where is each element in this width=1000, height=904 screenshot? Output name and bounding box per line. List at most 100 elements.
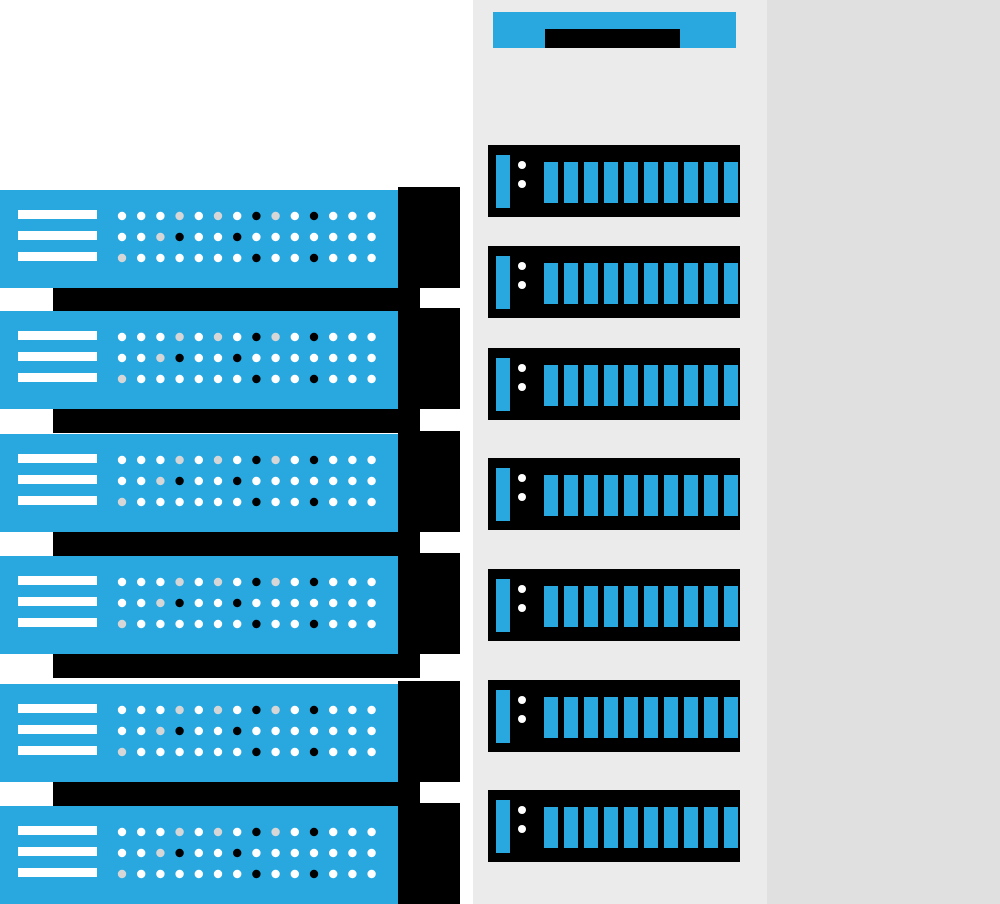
drive-slot [664,586,678,627]
led-indicator-icon [309,497,319,507]
drive-slot [724,475,738,516]
led-indicator-icon [271,497,280,507]
led-indicator-icon [213,619,223,629]
led-indicator-icon [252,353,261,363]
drive-slot [604,586,618,627]
led-indicator-icon [137,726,146,736]
led-indicator-icon [252,619,261,629]
rack-units [488,145,740,862]
led-indicator-icon [348,353,357,363]
led-indicator-icon [271,726,280,736]
led-indicator-icon [175,827,184,837]
server-unit [0,553,460,678]
drive-slot [624,475,638,516]
led-indicator-icon [367,374,376,384]
led-indicator-icon [329,497,338,507]
led-indicator-icon [252,869,261,879]
led-indicator-icon [137,705,146,715]
led-indicator-icon [290,232,299,242]
led-indicator-icon [156,726,165,736]
server-stack [0,187,460,904]
led-indicator-icon [137,353,146,363]
drive-slot [624,263,638,304]
vent-line [18,454,97,463]
drive-slot [704,365,718,406]
status-light-icon [518,493,526,501]
status-light-icon [518,715,526,723]
led-indicator-icon [271,869,280,879]
led-indicator-icon [117,726,127,736]
led-indicator-icon [137,747,146,757]
drive-slot [644,807,658,848]
led-indicator-icon [290,497,299,507]
led-indicator-icon [252,705,261,715]
led-indicator-icon [271,455,280,465]
led-indicator-icon [329,726,338,736]
led-indicator-icon [156,577,165,587]
led-indicator-icon [194,374,203,384]
led-indicator-icon [348,455,357,465]
led-indicator-icon [117,577,127,587]
led-indicator-icon [117,211,127,221]
led-indicator-icon [329,455,338,465]
led-indicator-icon [213,497,223,507]
led-indicator-icon [194,848,203,858]
led-indicator-icon [309,253,319,263]
led-indicator-icon [309,455,319,465]
led-indicator-icon [367,455,376,465]
server-rail [53,288,420,312]
led-indicator-icon [175,332,184,342]
led-indicator-icon [233,705,242,715]
led-indicator-icon [156,353,165,363]
drive-slot [584,263,598,304]
led-indicator-icon [271,848,280,858]
led-indicator-icon [156,497,165,507]
led-indicator-icon [213,848,223,858]
led-indicator-icon [156,827,165,837]
led-indicator-icon [137,598,146,608]
led-indicator-icon [348,497,357,507]
led-indicator-icon [367,332,376,342]
led-indicator-icon [233,253,242,263]
led-indicator-icon [367,619,376,629]
drive-slot [544,475,558,516]
drive-slot [704,263,718,304]
led-indicator-icon [252,848,261,858]
led-indicator-icon [309,332,319,342]
drive-slot [644,263,658,304]
drive-slot [684,365,698,406]
drive-slot [664,475,678,516]
led-indicator-icon [329,848,338,858]
led-indicator-icon [367,497,376,507]
led-indicator-icon [290,848,299,858]
led-indicator-icon [309,577,319,587]
vent-line [18,847,97,856]
led-indicator-icon [175,455,184,465]
led-indicator-icon [213,211,223,221]
led-indicator-icon [175,869,184,879]
led-indicator-icon [137,577,146,587]
led-indicator-icon [117,253,127,263]
led-indicator-icon [194,497,203,507]
led-indicator-icon [271,476,280,486]
status-light-icon [518,825,526,833]
led-indicator-icon [137,827,146,837]
led-indicator-icon [329,476,338,486]
drive-slot [604,263,618,304]
rack-unit [488,348,740,420]
led-indicator-icon [309,705,319,715]
led-indicator-icon [348,476,357,486]
rack-unit [488,458,740,530]
led-indicator-icon [156,705,165,715]
drive-slot [604,697,618,738]
rack-top-header [493,12,736,48]
drive-slot [544,263,558,304]
led-indicator-icon [233,848,242,858]
rack-unit-handle [496,256,510,309]
drive-slot [644,697,658,738]
drive-slot [564,475,578,516]
server-unit [0,681,460,806]
led-indicator-icon [367,848,376,858]
server-rail [53,409,420,433]
